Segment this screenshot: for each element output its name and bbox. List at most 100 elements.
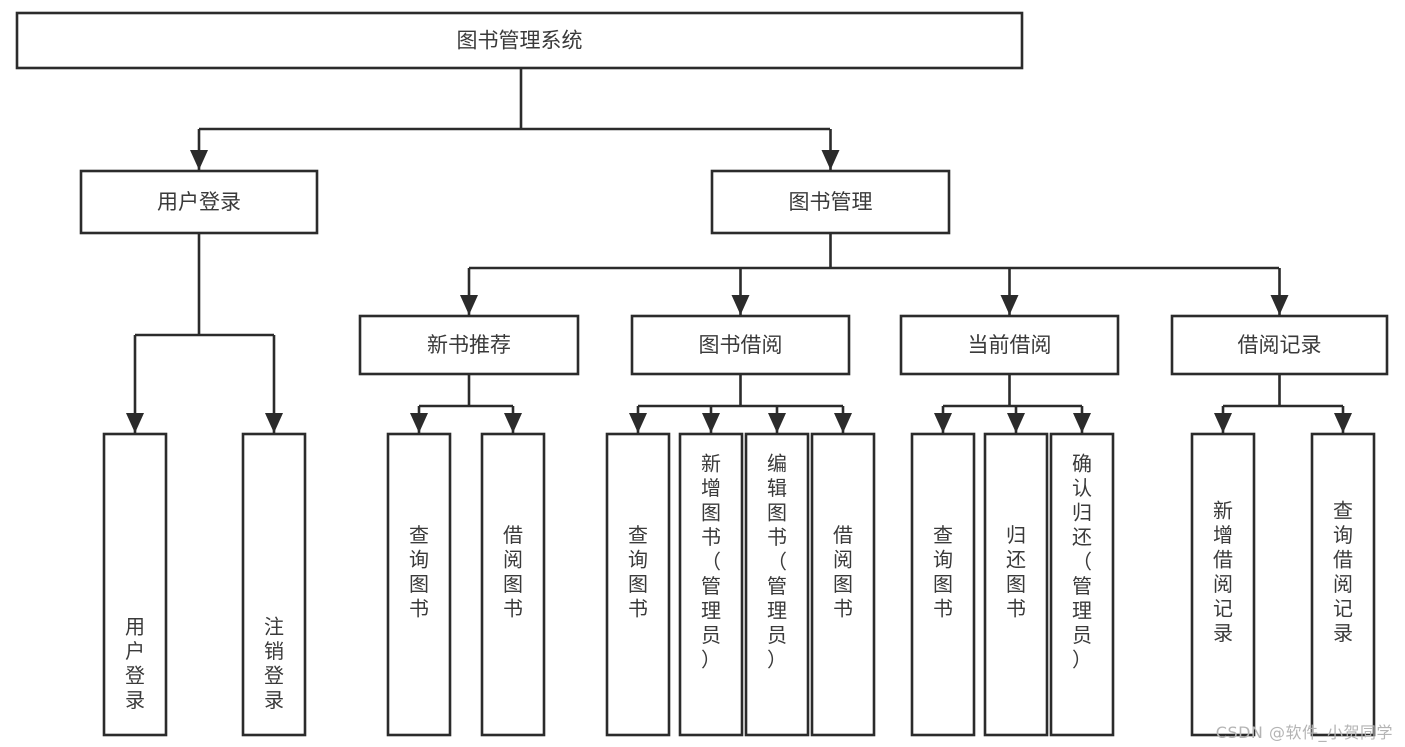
node-leaf-edit-book-label-char: 图: [767, 501, 787, 525]
node-leaf-query-book-3-label-char: 图: [933, 572, 953, 596]
node-book-management-label: 图书管理: [789, 190, 873, 214]
node-leaf-query-book-1-box: [386, 432, 452, 737]
node-leaf-borrow-book-1-label-char: 阅: [503, 548, 523, 572]
node-leaf-user-login-label-char: 户: [125, 639, 145, 663]
node-leaf-add-book-box: [678, 432, 744, 737]
arrow-head-icon: [768, 413, 786, 433]
node-leaf-query-book-2-label-char: 询: [628, 548, 648, 572]
node-root-system-box: [15, 11, 1024, 70]
node-leaf-confirm-return-label-char: 确: [1072, 452, 1092, 476]
node-leaf-add-book-label-char: 书: [701, 525, 721, 549]
arrow-head-icon: [1000, 295, 1019, 315]
node-leaf-confirm-return-label-char: （: [1072, 550, 1092, 574]
node-leaf-borrow-book-2-label-char: 借: [833, 523, 853, 547]
node-leaf-edit-book-label-char: 书: [767, 525, 787, 549]
node-book-management-box: [710, 169, 951, 235]
arrow-head-icon: [1007, 413, 1025, 433]
node-borrow-record-box: [1170, 314, 1389, 376]
node-leaf-return-book-label-char: 书: [1006, 597, 1026, 621]
arrow-head-icon: [460, 295, 478, 315]
node-new-book-recommend[interactable]: 新书推荐: [358, 314, 580, 376]
node-leaf-logout-box: [241, 432, 307, 737]
node-leaf-query-book-1-label-char: 查: [409, 523, 429, 547]
node-leaf-add-book-label-char: 增: [701, 476, 721, 500]
node-user-login[interactable]: 用户登录: [79, 169, 319, 235]
node-leaf-query-book-1-label-char: 书: [409, 597, 429, 621]
arrow-head-icon: [821, 150, 840, 170]
node-leaf-query-book-2-label-char: 查: [628, 523, 648, 547]
node-leaf-logout-label-char: 登: [264, 664, 284, 688]
node-leaf-logout-label-char: 销: [264, 639, 284, 663]
node-leaf-user-login[interactable]: 用户登录: [102, 432, 168, 737]
nodes-layer: 图书管理系统用户登录图书管理新书推荐图书借阅当前借阅借阅记录用户登录注销登录查询…: [15, 11, 1389, 737]
node-current-borrow-label: 当前借阅: [968, 333, 1052, 357]
node-leaf-logout-label-char: 注: [264, 615, 284, 639]
node-leaf-add-record-label-char: 记: [1213, 597, 1233, 621]
node-user-login-label: 用户登录: [157, 190, 241, 214]
node-book-borrow-label: 图书借阅: [699, 333, 783, 357]
node-leaf-confirm-return-label-char: 认: [1072, 476, 1092, 500]
node-borrow-record[interactable]: 借阅记录: [1170, 314, 1389, 376]
node-leaf-logout-label-char: 录: [264, 688, 284, 712]
node-leaf-confirm-return-label-char: 理: [1072, 599, 1092, 623]
node-leaf-query-record-label-char: 录: [1333, 621, 1353, 645]
node-leaf-add-record-label-char: 借: [1213, 548, 1233, 572]
node-leaf-add-book-label-char: ）: [701, 648, 721, 672]
node-leaf-user-login-label-char: 用: [125, 615, 145, 639]
node-leaf-edit-book-label-char: 编: [767, 452, 787, 476]
node-leaf-borrow-book-1-label-char: 借: [503, 523, 523, 547]
node-leaf-return-book-box: [983, 432, 1049, 737]
arrow-head-icon: [126, 413, 144, 433]
node-leaf-borrow-book-2-label-char: 书: [833, 597, 853, 621]
node-leaf-confirm-return-box: [1049, 432, 1115, 737]
node-leaf-add-book-label-char: 图: [701, 501, 721, 525]
node-leaf-borrow-book-2-box: [810, 432, 876, 737]
node-leaf-add-book-label-char: 管: [701, 574, 721, 598]
node-leaf-query-book-1-label-char: 询: [409, 548, 429, 572]
arrow-head-icon: [410, 413, 428, 433]
node-leaf-query-book-2-label-char: 图: [628, 572, 648, 596]
node-leaf-edit-book-label-char: ）: [767, 648, 787, 672]
node-leaf-query-record-label-char: 询: [1333, 523, 1353, 547]
node-leaf-edit-book-label-char: （: [767, 550, 787, 574]
node-book-borrow[interactable]: 图书借阅: [630, 314, 851, 376]
node-book-management[interactable]: 图书管理: [710, 169, 951, 235]
arrow-head-icon: [1214, 413, 1232, 433]
node-current-borrow[interactable]: 当前借阅: [899, 314, 1120, 376]
node-leaf-add-book-label-char: （: [701, 550, 721, 574]
node-leaf-confirm-return-label-char: 员: [1072, 623, 1092, 647]
node-leaf-edit-book-label-char: 员: [767, 623, 787, 647]
node-leaf-user-login-box: [102, 432, 168, 737]
node-leaf-confirm-return-label-char: 管: [1072, 574, 1092, 598]
node-leaf-confirm-return-label-char: ）: [1072, 648, 1092, 672]
node-leaf-borrow-book-1-label-char: 书: [503, 597, 523, 621]
arrow-head-icon: [1270, 295, 1289, 315]
arrow-head-icon: [934, 413, 952, 433]
node-leaf-query-record-label-char: 借: [1333, 548, 1353, 572]
node-leaf-query-book-3-label-char: 书: [933, 597, 953, 621]
node-leaf-add-book-label-char: 理: [701, 599, 721, 623]
node-leaf-query-book-3-box: [910, 432, 976, 737]
node-leaf-add-record-label-char: 增: [1213, 523, 1233, 547]
node-leaf-add-record-label-char: 阅: [1213, 572, 1233, 596]
node-root-system[interactable]: 图书管理系统: [15, 11, 1024, 70]
arrow-head-icon: [834, 413, 852, 433]
node-leaf-query-book-3-label-char: 查: [933, 523, 953, 547]
node-new-book-recommend-box: [358, 314, 580, 376]
node-leaf-user-login-label-char: 录: [125, 688, 145, 712]
node-leaf-borrow-book-1-box: [480, 432, 546, 737]
node-new-book-recommend-label: 新书推荐: [427, 333, 511, 357]
